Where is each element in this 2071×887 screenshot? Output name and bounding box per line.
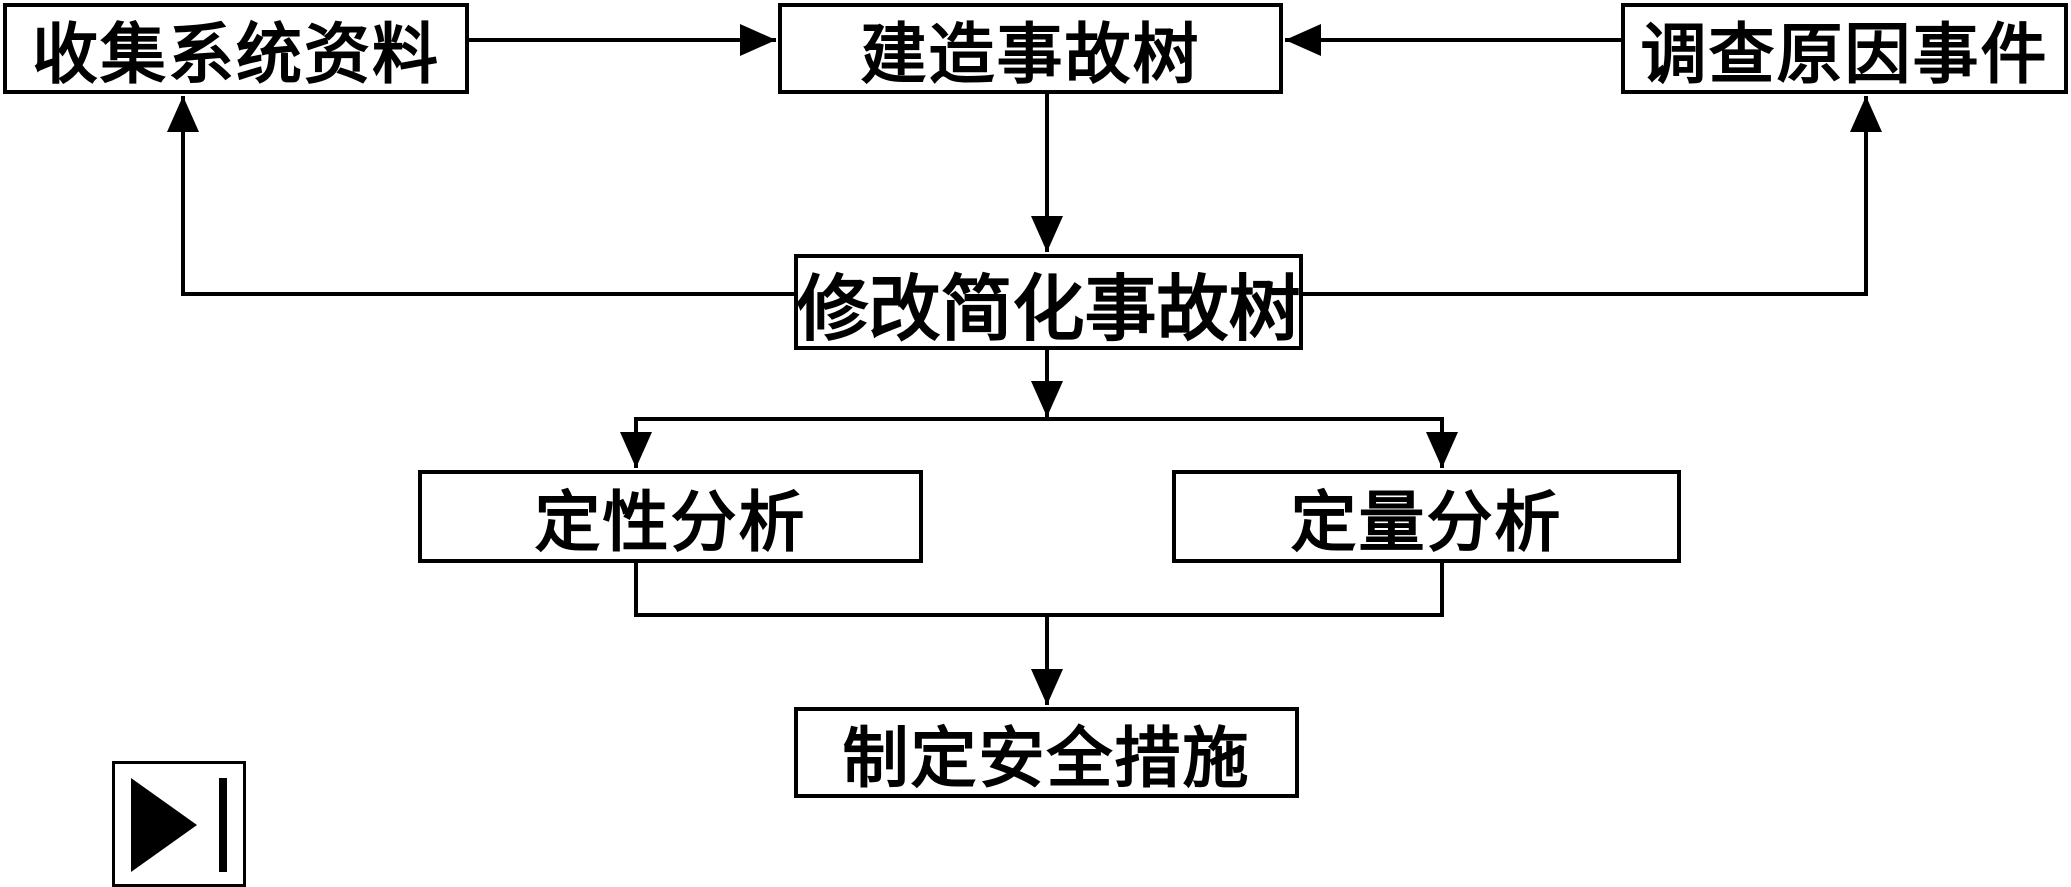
play-skip-next-icon	[131, 778, 227, 872]
node-simplify-fault-tree: 修改简化事故树	[794, 254, 1303, 351]
node-qualitative-analysis: 定性分析	[418, 470, 923, 563]
play-next-button[interactable]	[112, 761, 246, 887]
node-investigate-cause-events: 调查原因事件	[1621, 3, 2068, 94]
node-build-fault-tree: 建造事故树	[778, 3, 1283, 94]
edge-simplify-to-collect	[167, 96, 794, 296]
merge-bar	[634, 563, 1444, 617]
node-safety-measures: 制定安全措施	[794, 707, 1299, 798]
edge-simplify-to-cause	[1303, 96, 1882, 296]
node-quantitative-analysis: 定量分析	[1172, 470, 1681, 563]
node-collect-system-data: 收集系统资料	[3, 3, 469, 94]
